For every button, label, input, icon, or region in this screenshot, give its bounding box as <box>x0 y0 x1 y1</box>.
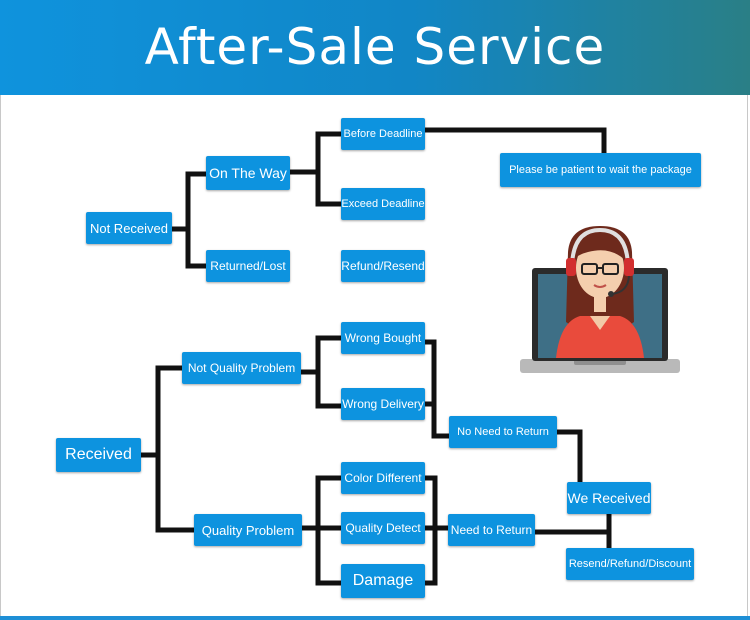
node-on-the-way-label: On The Way <box>209 165 287 181</box>
headset-right-ear <box>624 258 634 276</box>
headset-band <box>570 227 630 265</box>
node-not-quality-problem[interactable]: Not Quality Problem <box>182 352 301 384</box>
node-before-deadline[interactable]: Before Deadline <box>341 118 425 150</box>
node-wrong-bought-label: Wrong Bought <box>344 331 422 345</box>
node-returned-lost-label: Returned/Lost <box>210 259 286 273</box>
node-resend-refund-discount-label: Resend/Refund/Discount <box>568 558 692 570</box>
headset-mic-arm <box>611 275 630 295</box>
node-need-to-return-label: Need to Return <box>450 523 533 537</box>
node-damage-label: Damage <box>352 572 414 589</box>
node-quality-detect-label: Quality Detect <box>345 521 421 535</box>
node-returned-lost[interactable]: Returned/Lost <box>206 250 290 282</box>
connector-merge-wrong <box>422 339 452 439</box>
node-refund-resend-label: Refund/Resend <box>341 259 425 273</box>
node-we-received[interactable]: We Received <box>567 482 651 514</box>
node-please-wait-label: Please be patient to wait the package <box>509 164 692 176</box>
node-quality-detect[interactable]: Quality Detect <box>341 512 425 544</box>
node-we-received-label: We Received <box>567 490 651 506</box>
connector-before-deadline-to-wait <box>422 127 607 156</box>
node-resend-refund-discount[interactable]: Resend/Refund/Discount <box>566 548 694 580</box>
node-on-the-way[interactable]: On The Way <box>206 156 290 190</box>
laptop-base <box>520 359 680 373</box>
node-not-received-label: Not Received <box>89 220 169 236</box>
node-not-quality-problem-label: Not Quality Problem <box>187 361 296 375</box>
node-not-received[interactable]: Not Received <box>86 212 172 244</box>
agent-neck <box>590 316 610 330</box>
page-title: After-Sale Service <box>144 18 606 76</box>
node-wrong-delivery-label: Wrong Delivery <box>342 397 424 411</box>
agent-bangs <box>575 233 625 260</box>
agent-mouth <box>593 284 607 288</box>
headset-mic <box>608 291 614 297</box>
node-before-deadline-label: Before Deadline <box>343 128 423 140</box>
node-refund-resend[interactable]: Refund/Resend <box>341 250 425 282</box>
node-no-need-to-return[interactable]: No Need to Return <box>449 416 557 448</box>
diagram-canvas <box>0 95 748 620</box>
node-color-different[interactable]: Color Different <box>341 462 425 494</box>
node-please-wait[interactable]: Please be patient to wait the package <box>500 153 701 187</box>
node-wrong-delivery[interactable]: Wrong Delivery <box>341 388 425 420</box>
bottom-accent-line <box>0 616 750 620</box>
node-exceed-deadline[interactable]: Exceed Deadline <box>341 188 425 220</box>
node-need-to-return[interactable]: Need to Return <box>448 514 535 546</box>
node-quality-problem[interactable]: Quality Problem <box>194 514 302 546</box>
node-exceed-deadline-label: Exceed Deadline <box>341 198 425 210</box>
node-color-different-label: Color Different <box>344 471 422 485</box>
node-received-label: Received <box>65 446 132 463</box>
header-banner: After-Sale Service <box>0 0 750 95</box>
customer-service-agent-on-laptop-icon <box>520 226 680 373</box>
connector-no-need-to-we-received <box>554 429 583 485</box>
agent-body <box>556 316 644 358</box>
headset-left-ear <box>566 258 576 276</box>
node-received[interactable]: Received <box>56 438 141 472</box>
node-damage[interactable]: Damage <box>341 564 425 598</box>
node-wrong-bought[interactable]: Wrong Bought <box>341 322 425 354</box>
agent-throat <box>594 292 606 312</box>
node-no-need-to-return-label: No Need to Return <box>457 426 549 438</box>
node-quality-problem-label: Quality Problem <box>201 522 295 538</box>
